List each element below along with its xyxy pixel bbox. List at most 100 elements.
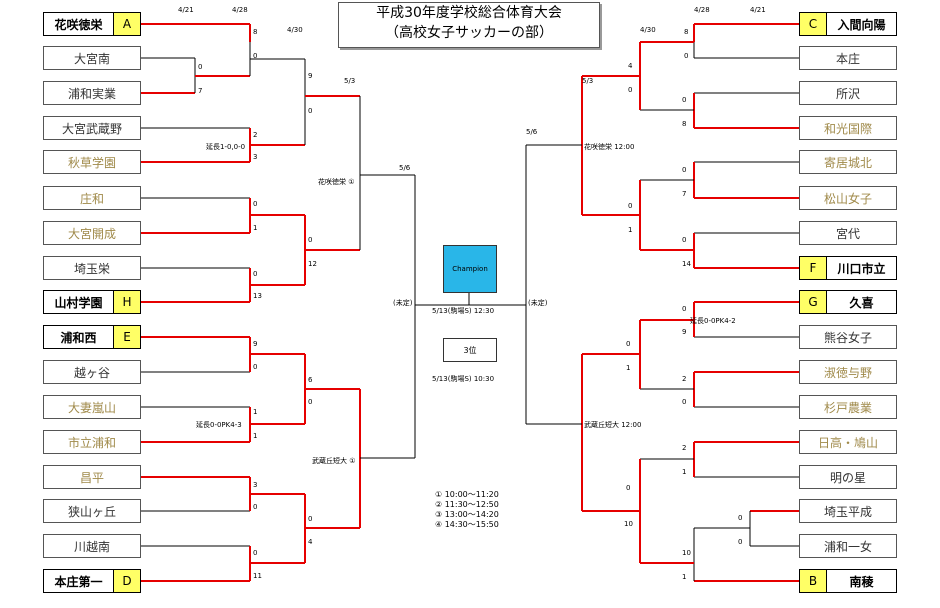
semifinal-note-right-top: 花咲徳栄 12:00: [584, 143, 635, 151]
schedule-item-3: ③ 13:00～14:20: [435, 510, 499, 519]
team-right-15: 浦和一女: [799, 534, 897, 558]
score-label: 0: [626, 340, 631, 348]
score-label: 2: [682, 444, 687, 452]
team-name: 狭山ヶ丘: [67, 504, 116, 519]
score-label: 0: [682, 236, 687, 244]
team-right-12: 日高・鳩山: [799, 430, 897, 454]
seed-badge: D: [113, 570, 140, 592]
score-label: 0: [738, 538, 743, 546]
team-name: 山村学園: [54, 295, 103, 310]
title-box: 平成30年度学校総合体育大会 （高校女子サッカーの部）: [338, 2, 600, 48]
score-label: 0: [253, 200, 258, 208]
team-name: 日高・鳩山: [817, 435, 878, 450]
team-name: 秋草学園: [67, 155, 116, 170]
extra-time-note-3: 延長0-0PK4-2: [690, 317, 736, 325]
team-left-11: 大妻嵐山: [43, 395, 141, 419]
team-name: 大宮武蔵野: [61, 121, 122, 136]
team-left-2: 浦和実業: [43, 81, 141, 105]
score-label: 8: [684, 28, 689, 36]
team-name: 杉戸農業: [823, 400, 872, 415]
team-name: 宮代: [835, 226, 860, 241]
tbd-left: (未定): [393, 299, 413, 307]
score-label: 2: [682, 375, 687, 383]
semifinal-note-left-bottom: 武蔵丘短大 ①: [312, 457, 356, 465]
team-left-3: 大宮武蔵野: [43, 116, 141, 140]
schedule-list: ① 10:00～11:20 ② 11:30～12:50 ③ 13:00～14:2…: [435, 490, 499, 530]
score-label: 0: [684, 52, 689, 60]
score-label: 8: [253, 28, 258, 36]
team-left-12: 市立浦和: [43, 430, 141, 454]
date-label-8: 4/28: [694, 6, 710, 14]
schedule-item-2: ② 11:30～12:50: [435, 500, 499, 509]
score-label: 0: [253, 549, 258, 557]
score-label: 1: [253, 408, 258, 416]
team-left-10: 越ヶ谷: [43, 360, 141, 384]
date-label-9: 4/21: [750, 6, 766, 14]
team-left-13: 昌平: [43, 465, 141, 489]
team-right-1: 本庄: [799, 46, 897, 70]
team-name: 埼玉栄: [73, 261, 110, 276]
team-name: 熊谷女子: [823, 330, 872, 345]
team-name: 南稜: [849, 574, 874, 589]
score-label: 0: [682, 305, 687, 313]
team-name: 大妻嵐山: [67, 400, 116, 415]
score-label: 9: [308, 72, 313, 80]
team-left-1: 大宮南: [43, 46, 141, 70]
third-place-box: 3位: [443, 338, 497, 362]
team-name: 淑徳与野: [823, 365, 872, 380]
final-venue: 5/13(駒場S) 12:30: [432, 307, 495, 315]
score-label: 14: [682, 260, 691, 268]
team-left-7: 埼玉栄: [43, 256, 141, 280]
team-name: 所沢: [835, 86, 860, 101]
team-name: 本庄第一: [54, 574, 103, 589]
score-label: 0: [628, 86, 633, 94]
score-label: 0: [682, 398, 687, 406]
score-label: 0: [682, 166, 687, 174]
team-name: 昌平: [79, 470, 104, 485]
team-right-6: 宮代: [799, 221, 897, 245]
score-label: 7: [682, 190, 687, 198]
seed-badge: C: [800, 13, 827, 35]
extra-time-note-2: 延長0-0PK4-3: [196, 421, 242, 429]
seed-badge: H: [113, 291, 140, 313]
team-right-4: 寄居城北: [799, 150, 897, 174]
team-name: 埼玉平成: [823, 504, 872, 519]
score-label: 2: [253, 131, 258, 139]
date-label-2: 4/30: [287, 26, 303, 34]
team-name: 浦和一女: [823, 539, 872, 554]
score-label: 10: [682, 549, 691, 557]
team-left-14: 狭山ヶ丘: [43, 499, 141, 523]
score-label: 8: [682, 120, 687, 128]
semifinal-note-right-bottom: 武蔵丘短大 12:00: [584, 421, 642, 429]
score-label: 0: [253, 363, 258, 371]
team-name: 明の星: [829, 470, 866, 485]
date-label-1: 4/28: [232, 6, 248, 14]
score-label: 0: [253, 503, 258, 511]
seed-badge: F: [800, 257, 827, 279]
date-label-6: 5/3: [582, 77, 594, 85]
team-left-6: 大宮開成: [43, 221, 141, 245]
score-label: 0: [198, 63, 203, 71]
team-name: 久喜: [849, 295, 874, 310]
score-label: 11: [253, 572, 262, 580]
score-label: 4: [308, 538, 313, 546]
date-label-7: 4/30: [640, 26, 656, 34]
team-name: 川口市立: [837, 261, 886, 276]
score-label: 9: [253, 340, 258, 348]
team-left-4: 秋草学園: [43, 150, 141, 174]
score-label: 1: [628, 226, 633, 234]
score-label: 9: [682, 328, 687, 336]
score-label: 1: [682, 573, 687, 581]
score-label: 0: [308, 398, 313, 406]
team-name: 浦和実業: [67, 86, 116, 101]
score-label: 3: [253, 481, 258, 489]
team-name: 寄居城北: [823, 155, 872, 170]
